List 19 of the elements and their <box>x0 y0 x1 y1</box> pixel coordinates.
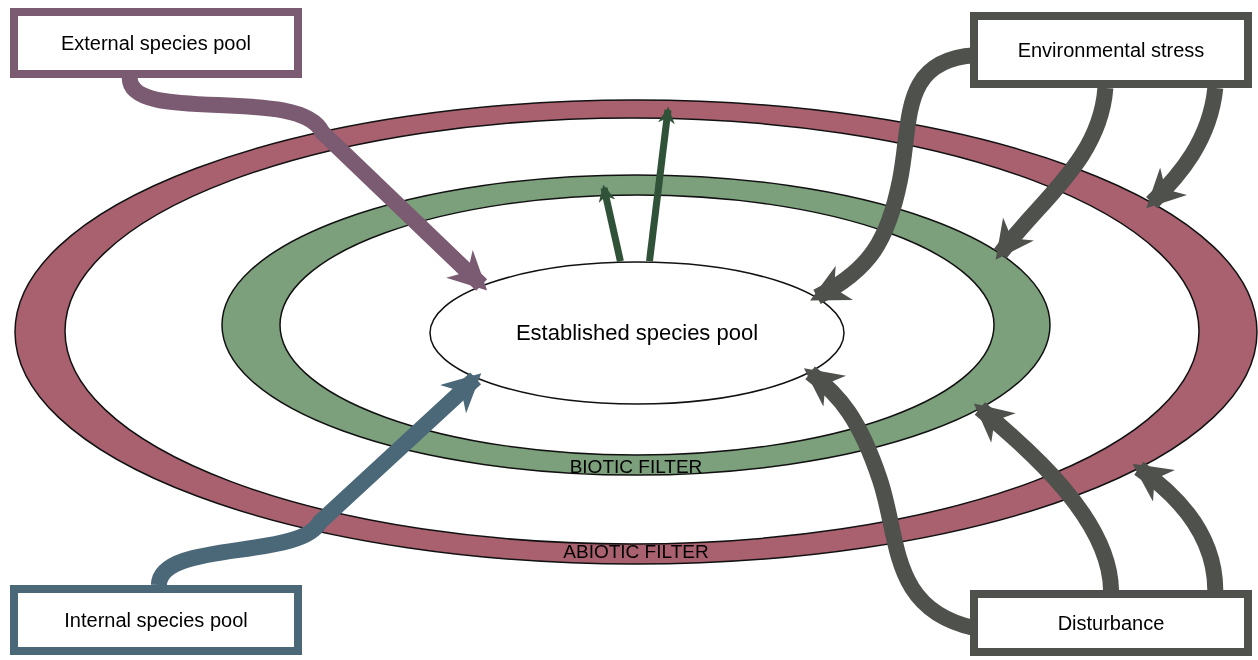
pool-label: Internal species pool <box>64 608 248 632</box>
arrow <box>973 402 1119 591</box>
arrow <box>598 184 624 262</box>
pool-label: Disturbance <box>1057 611 1165 635</box>
pool-label: External species pool <box>60 31 252 55</box>
pool-box <box>970 590 1252 656</box>
arrow <box>122 75 488 291</box>
pool-box <box>10 585 302 655</box>
arrow <box>646 106 675 262</box>
ring-label: BIOTIC FILTER <box>569 456 703 477</box>
pool-label: Established species pool <box>515 320 759 346</box>
arrow <box>1146 86 1224 209</box>
pool-label: Environmental stress <box>1017 38 1205 62</box>
pool-box <box>10 8 302 78</box>
arrow <box>993 86 1114 260</box>
arrow <box>1132 461 1224 591</box>
arrow <box>151 372 482 588</box>
ring-label: ABIOTIC FILTER <box>563 541 709 562</box>
pool-box <box>970 12 1252 88</box>
